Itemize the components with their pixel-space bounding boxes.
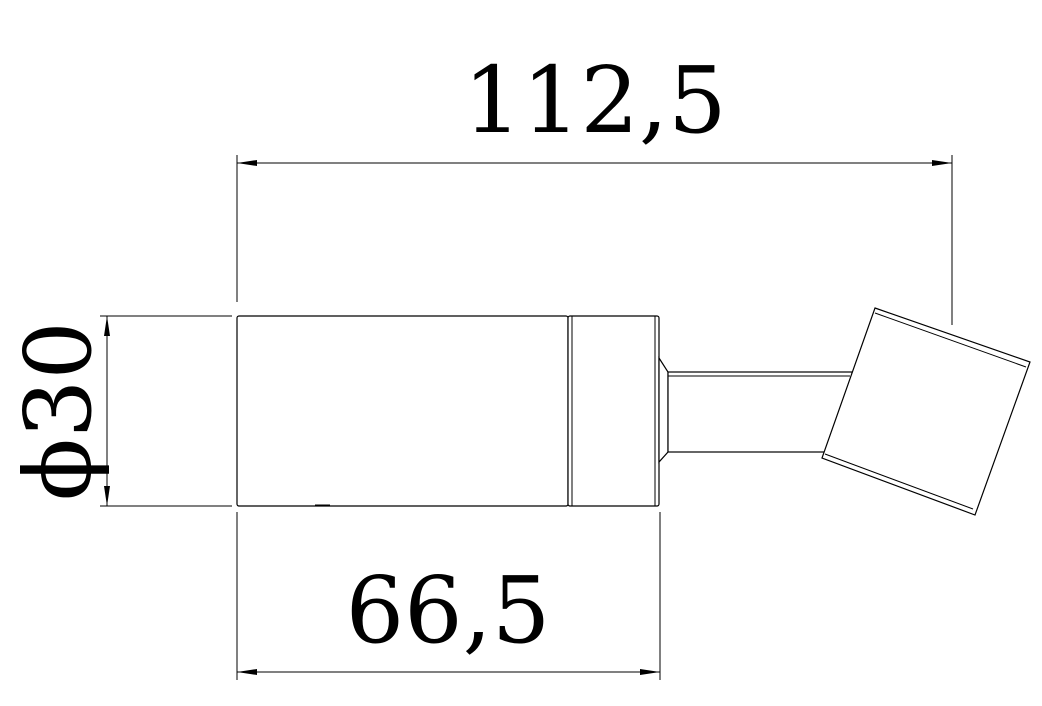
body-length-arrow-left [237, 669, 257, 675]
arm-connector [658, 355, 853, 464]
overall-length-label: 112,5 [463, 47, 726, 154]
spot-head-face-line [874, 312, 1027, 368]
arm-tube [667, 371, 853, 453]
body-length-label: 66,5 [346, 557, 551, 664]
diameter-arrow-bottom [104, 486, 110, 506]
main-cylinder [236, 315, 569, 507]
end-cap [567, 315, 660, 507]
spot-head-rear-line [824, 453, 974, 510]
diameter-arrow-top [104, 316, 110, 336]
luminaire-body [236, 315, 660, 507]
arm-collar [658, 355, 669, 464]
body-length-dimension: 66,5 [236, 512, 661, 680]
overall-length-arrow-left [237, 160, 257, 166]
overall-length-dimension: 112,5 [236, 47, 953, 325]
body-length-arrow-right [640, 669, 660, 675]
diameter-dimension: ϕ30 [5, 315, 232, 507]
spot-head [821, 307, 1031, 516]
diameter-label: ϕ30 [5, 321, 112, 501]
spot-head-body [821, 307, 1031, 516]
overall-length-arrow-right [932, 160, 952, 166]
